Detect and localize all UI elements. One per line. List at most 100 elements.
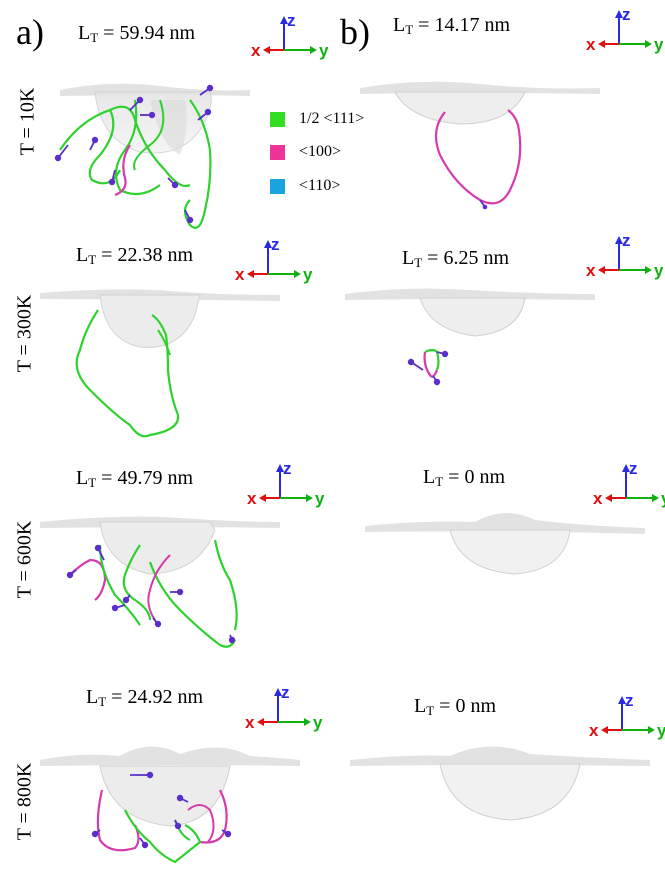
length-value: = 22.38 nm	[101, 244, 194, 266]
crater-surface	[394, 91, 526, 125]
dislocation-loop	[183, 99, 212, 229]
panel-label-b: b)	[340, 12, 370, 52]
z-axis-arrow	[274, 688, 282, 696]
dislocation-scene-b-300k	[345, 270, 595, 400]
z-axis-label: z	[622, 6, 631, 24]
dislocation-scene-b-10k	[360, 60, 600, 220]
dislocation-scene-a-600k	[40, 500, 280, 660]
dislocation-loop	[96, 789, 140, 852]
dislocation-scene-a-300k	[40, 275, 280, 455]
panel-label-a: a)	[16, 12, 44, 52]
legend-swatch	[270, 111, 285, 127]
y-axis-label: y	[657, 721, 665, 740]
dislocation-loop	[187, 804, 215, 843]
x-axis-label: x	[247, 489, 257, 508]
length-value: = 0 nm	[448, 466, 506, 488]
length-symbol: L	[86, 686, 99, 708]
length-subscript: T	[405, 22, 414, 37]
x-axis-label: x	[593, 489, 603, 508]
axis-triad: z y x	[586, 691, 665, 742]
y-axis-label: y	[303, 265, 312, 284]
x-axis-arrow	[259, 494, 266, 502]
z-axis-label: z	[283, 460, 292, 478]
total-length-label: LT = 24.92 nm	[86, 686, 203, 710]
length-symbol: L	[393, 14, 406, 36]
z-axis-label: z	[629, 460, 638, 478]
surface-sheet	[350, 746, 650, 766]
dislocation-loop	[148, 561, 236, 648]
dislocation-loop	[114, 144, 131, 197]
y-axis-label: y	[319, 41, 328, 60]
temperature-label-10k: T = 10K	[16, 87, 39, 156]
axis-triad-graphic: zyx	[251, 11, 329, 60]
length-symbol: L	[78, 22, 91, 44]
crater-surface	[99, 765, 231, 827]
length-symbol: L	[423, 466, 436, 488]
y-axis-arrow	[304, 718, 311, 726]
x-axis-arrow	[263, 46, 270, 54]
axis-triad-graphic: zyx	[586, 231, 664, 280]
dislocation-scene-b-600k	[365, 500, 645, 590]
x-axis-arrow	[598, 40, 605, 48]
axis-triad: z y x	[590, 459, 665, 510]
dislocation-scene-a-800k	[40, 730, 300, 870]
y-axis-label: y	[661, 489, 665, 508]
length-symbol: L	[402, 247, 415, 269]
total-length-label: LT = 0 nm	[414, 695, 496, 719]
burgers-vectors	[407, 350, 449, 386]
x-axis-label: x	[245, 713, 255, 732]
burgers-vectors	[54, 84, 214, 224]
x-axis-label: x	[586, 261, 596, 280]
z-axis-arrow	[622, 464, 630, 472]
crater-surface	[150, 100, 187, 155]
total-length-label: LT = 14.17 nm	[393, 14, 510, 38]
crater-surface	[99, 521, 216, 575]
dislocation-scene-b-800k	[350, 728, 650, 828]
axis-triad: z y x	[244, 459, 325, 510]
surface-sheet	[40, 746, 300, 766]
length-subscript: T	[426, 703, 435, 718]
x-axis-arrow	[257, 718, 264, 726]
dislocation-loop	[157, 329, 171, 356]
z-axis-label: z	[625, 692, 634, 710]
length-value: = 24.92 nm	[111, 686, 204, 708]
axis-triad-graphic: z y x	[247, 459, 325, 508]
length-subscript: T	[90, 30, 99, 45]
length-value: = 59.94 nm	[103, 22, 196, 44]
legend-swatch	[270, 178, 285, 194]
total-length-label: LT = 6.25 nm	[402, 247, 509, 271]
surface-sheet	[365, 512, 645, 534]
axis-triad-graphic: zyx	[245, 683, 323, 732]
y-axis-label: y	[315, 489, 324, 508]
length-subscript: T	[88, 252, 97, 267]
burgers-vector	[479, 199, 488, 210]
dislocation-loop	[147, 554, 171, 621]
axis-triad-graphic: zyx	[586, 5, 664, 54]
length-symbol: L	[76, 467, 89, 489]
dislocation-loop	[199, 789, 228, 844]
length-subscript: T	[98, 694, 107, 709]
z-axis-label: z	[281, 684, 290, 702]
x-axis-arrow	[247, 270, 254, 278]
burgers-vectors	[91, 771, 232, 849]
z-axis-label: z	[287, 12, 296, 30]
y-axis-arrow	[294, 270, 301, 278]
legend-item-111: 1/2 <111>	[270, 110, 364, 128]
surface-sheet	[360, 81, 600, 94]
z-axis-arrow	[618, 696, 626, 704]
dislocation-loop	[59, 108, 121, 185]
y-axis-arrow	[645, 40, 652, 48]
dislocation-loop	[69, 558, 107, 601]
y-axis-label: y	[654, 261, 663, 280]
dislocation-loop	[213, 539, 238, 631]
x-axis-label: x	[589, 721, 599, 740]
y-axis-arrow	[306, 494, 313, 502]
dislocation-loop	[423, 351, 439, 378]
z-axis-arrow	[615, 10, 623, 18]
crater-surface	[419, 297, 526, 337]
dislocation-loop	[434, 109, 522, 205]
